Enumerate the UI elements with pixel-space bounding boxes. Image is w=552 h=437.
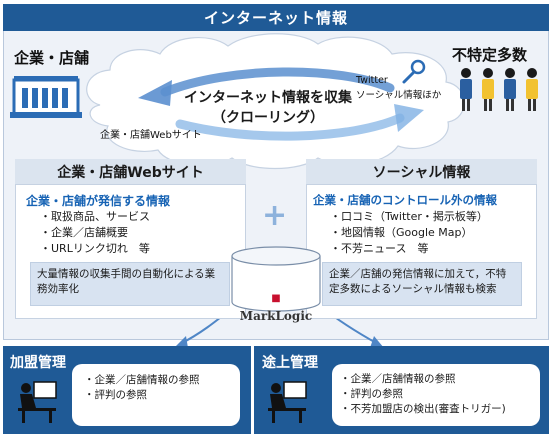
social-panel-title: ソーシャル情報 [306,159,537,185]
social-caption: ソーシャル情報ほか [356,90,442,101]
website-panel-subhead: 企業・店舗が発信する情報 [26,194,171,208]
list-item: ・不芳ニュース 等 [330,242,429,255]
list-item: ・評判の参照 [340,388,403,400]
list-item: ・口コミ（Twitter・掲示板等） [330,210,488,223]
franchise-management-title: 加盟管理 [10,355,66,371]
database-icon [231,246,321,312]
building-icon [10,76,82,118]
crawl-subtitle: （クローリング） [212,110,324,126]
list-item: ・取扱商品、サービス [40,210,150,223]
social-panel-subhead: 企業・店舗のコントロール外の情報 [313,193,497,207]
ongoing-management-title: 途上管理 [262,355,318,371]
ongoing-management-list [332,364,540,426]
website-caption: 企業・店舗Webサイト [100,130,202,141]
worker-at-desk-icon [268,381,307,423]
twitter-caption: Twitter [356,75,388,86]
list-item: ・地図情報（Google Map） [330,226,473,239]
page-title: インターネット情報 [3,4,549,31]
crawl-title: インターネット情報を収集 [184,90,352,106]
crawl-arrows [138,67,424,141]
website-panel-title: 企業・店舗Webサイト [15,159,246,185]
social-search-note: 企業／店舗の発信情報に加えて，不特定多数によるソーシャル情報も検索 [322,262,522,306]
efficiency-note: 大量情報の収集手間の自動化による業務効率化 [30,262,230,306]
list-item: ・企業／店舗情報の参照 [340,373,456,385]
list-item: ・不芳加盟店の検出(審査トリガー) [340,403,506,415]
people-icon [460,68,538,111]
list-item: ・URLリンク切れ 等 [40,242,150,255]
general-public-label: 不特定多数 [452,46,528,64]
magnifier-icon [402,59,426,84]
marklogic-mark-icon: ■ [271,293,281,304]
list-item: ・企業／店舗概要 [40,226,128,239]
company-store-label: 企業・店舗 [14,49,90,67]
marklogic-logo: ■ MarkLogic [239,293,313,323]
list-item: ・企業／店舗情報の参照 [84,374,200,386]
worker-at-desk-icon [18,381,57,423]
list-item: ・評判の参照 [84,389,147,401]
plus-icon: + [262,198,288,233]
franchise-management-list [72,364,240,426]
